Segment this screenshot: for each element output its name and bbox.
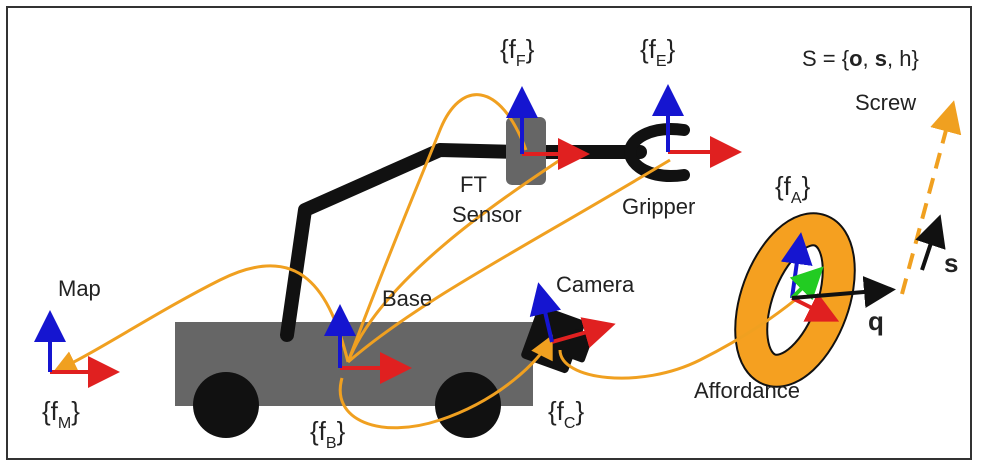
q-vector	[791, 276, 896, 308]
frame-affordance-axes	[780, 232, 840, 322]
frame-map-axes	[34, 310, 120, 388]
frame-camera-axes	[529, 282, 616, 348]
label-s: s	[944, 248, 958, 278]
screw-definition: S = {o, s, h}	[802, 46, 919, 71]
label-frame-b: {fB}	[310, 416, 346, 452]
frame-gripper-axes	[652, 84, 742, 168]
label-camera: Camera	[556, 272, 635, 297]
screw-axis	[900, 100, 962, 295]
label-base: Base	[382, 286, 432, 311]
label-frame-e: {fE}	[640, 34, 676, 70]
label-affordance: Affordance	[694, 378, 800, 403]
frame-base-axes	[324, 304, 412, 384]
label-frame-m: {fM}	[42, 396, 80, 432]
label-gripper: Gripper	[622, 194, 695, 219]
label-ft: FT	[460, 172, 487, 197]
label-frame-c: {fC}	[548, 396, 584, 432]
label-q: q	[868, 306, 884, 336]
gripper-jaws	[623, 123, 690, 182]
label-frame-f: {fF}	[500, 34, 535, 70]
label-map: Map	[58, 276, 101, 301]
label-screw: Screw	[855, 90, 916, 115]
s-vector	[915, 214, 946, 271]
transform-curves	[52, 93, 796, 430]
label-frame-a: {fA}	[775, 171, 811, 207]
label-sensor: Sensor	[452, 202, 522, 227]
right-wheel	[435, 372, 501, 438]
left-wheel	[193, 372, 259, 438]
frame-ft-axes	[506, 86, 590, 170]
ft-sensor-block	[506, 117, 546, 185]
